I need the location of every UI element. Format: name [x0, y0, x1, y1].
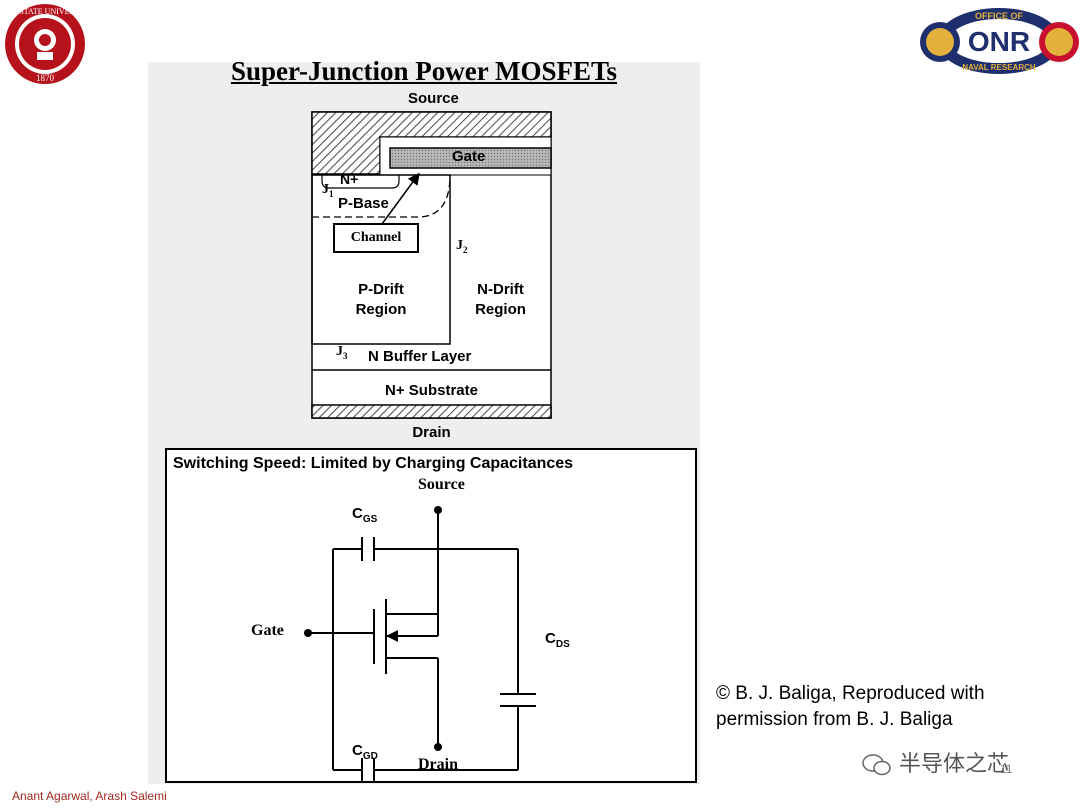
p-drift-line1: P-Drift [358, 281, 404, 298]
seal-ring-text: OHIO STATE UNIVERSITY [2, 7, 88, 16]
channel-arrow [381, 172, 420, 225]
onr-bottom-text: NAVAL RESEARCH [962, 63, 1036, 72]
onr-logo: OFFICE OF ONR NAVAL RESEARCH [920, 8, 1079, 74]
slide-title: Super-Junction Power MOSFETs [230, 56, 618, 86]
watermark: 半导体之芯 [862, 746, 1009, 778]
p-drift-label: P-Drift Region [312, 280, 450, 320]
n-drift-line2: Region [475, 301, 526, 318]
drain-terminal-dot [434, 743, 442, 751]
cgd-label: CGD [352, 742, 378, 762]
p-drift-line2: Region [355, 301, 407, 318]
body-arrow [386, 630, 398, 642]
n-substrate-label: N+ Substrate [385, 382, 478, 399]
gate-electrode [389, 147, 552, 169]
onr-center-text: ONR [968, 26, 1030, 57]
j3-label: J3 [336, 344, 348, 361]
page-number: 11 [1000, 762, 1013, 776]
onr-top-text: OFFICE OF [975, 11, 1023, 21]
gate-terminal-dot [304, 629, 312, 637]
n-drift-line1: N-Drift [477, 281, 524, 298]
channel-box [333, 223, 419, 253]
n-drift-label: N-Drift Region [450, 280, 551, 320]
circuit-source-label: Source [418, 476, 465, 493]
credit-line-2: permission from B. J. Baliga [716, 709, 953, 730]
p-base-label: P-Base [338, 195, 389, 212]
watermark-text: 半导体之芯 [899, 752, 1010, 777]
drain-metal [311, 404, 552, 419]
gate-label: Gate [452, 148, 486, 165]
j2-label: J2 [456, 238, 468, 255]
channel-label: Channel [350, 230, 402, 245]
credit-text: © B. J. Baliga, Reproduced with permissi… [716, 681, 985, 733]
circuit-heading: Switching Speed: Limited by Charging Cap… [173, 455, 574, 472]
cds-label: CDS [545, 630, 570, 650]
circuit-gate-label: Gate [251, 622, 284, 639]
circuit-drain-label: Drain [418, 756, 458, 773]
mosfet-cross-section [311, 111, 552, 419]
footer-authors: Anant Agarwal, Arash Salemi [12, 789, 167, 803]
n-plus-region [321, 175, 400, 189]
p-drift-column [311, 174, 451, 345]
j1-label: J1 [322, 182, 334, 199]
credit-line-1: © B. J. Baliga, Reproduced with [716, 683, 985, 704]
n-buffer-label: N Buffer Layer [368, 348, 472, 365]
drain-label-bottom: Drain [412, 424, 451, 441]
source-terminal-dot [434, 506, 442, 514]
wechat-icon [862, 754, 892, 776]
circuit-box [165, 448, 697, 783]
mosfet-circuit [304, 506, 536, 782]
seal-year: 1870 [36, 73, 55, 83]
source-label-top: Source [408, 90, 459, 107]
figure-panel: Super-Junction Power MOSFETs [148, 56, 700, 784]
cgs-label: CGS [352, 505, 378, 525]
n-plus-label: N+ [340, 171, 359, 187]
ohio-state-seal-logo: OHIO STATE UNIVERSITY 1870 [2, 4, 88, 84]
